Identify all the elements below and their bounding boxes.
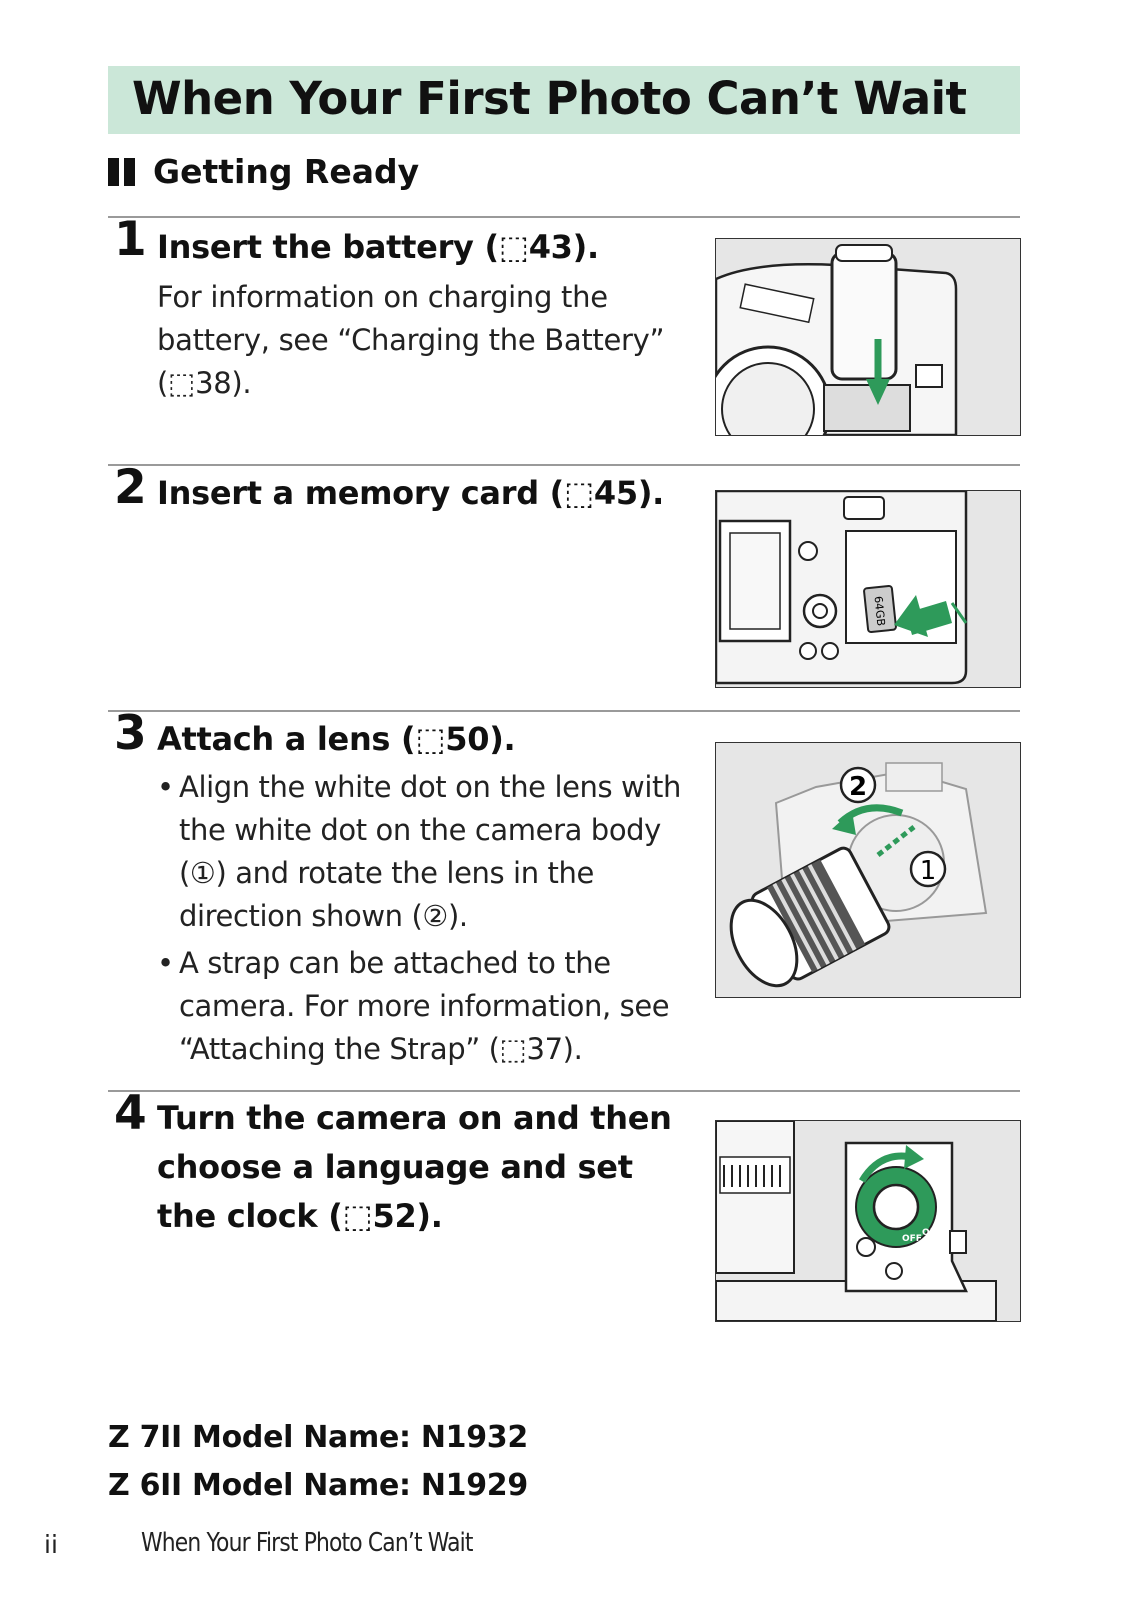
section-heading: Getting Ready — [108, 150, 419, 194]
page-title: When Your First Photo Can’t Wait — [132, 72, 967, 125]
model-name-z6ii: Z 6II Model Name: N1929 — [108, 1468, 528, 1503]
switch-on-label: ON — [922, 1228, 937, 1238]
circle-2-label: 2 — [849, 772, 867, 802]
switch-off-label: OFF — [902, 1234, 922, 1244]
memory-card-illustration: 64GB — [715, 490, 1021, 688]
step-3-number: 3 — [114, 706, 147, 761]
step-4-title: Turn the camera on and then choose a lan… — [157, 1099, 672, 1235]
card-label: 64GB — [871, 595, 887, 626]
step-1-number: 1 — [114, 212, 147, 267]
lens-attach-illustration: 2 1 — [715, 742, 1021, 998]
power-switch-drawing: OFF ON — [716, 1121, 1020, 1321]
step-2-number: 2 — [114, 460, 147, 515]
step-3-title: Attach a lens (⬚50). — [157, 720, 516, 758]
battery-drawing — [716, 239, 1020, 435]
circle-1-label: 1 — [920, 856, 937, 886]
title-banner: When Your First Photo Can’t Wait — [108, 66, 1020, 134]
step-1-body: For information on charging the battery,… — [157, 280, 665, 400]
step-2-divider — [108, 464, 1020, 466]
section-marker-icon — [108, 158, 135, 186]
step-3-divider — [108, 710, 1020, 712]
list-item: Align the white dot on the lens with the… — [157, 766, 697, 938]
lens-drawing: 2 1 — [716, 743, 1020, 997]
memory-card-drawing: 64GB — [716, 491, 1020, 687]
page-number: ii — [44, 1530, 58, 1559]
step-1-title: Insert the battery (⬚43). — [157, 228, 599, 266]
step-2-title: Insert a memory card (⬚45). — [157, 474, 665, 512]
power-switch-illustration: OFF ON — [715, 1120, 1021, 1322]
section-heading-text: Getting Ready — [153, 152, 420, 191]
step-3-bullets: Align the white dot on the lens with the… — [157, 766, 697, 1075]
step-4-divider — [108, 1090, 1020, 1092]
model-name-z7ii: Z 7II Model Name: N1932 — [108, 1420, 528, 1455]
battery-illustration — [715, 238, 1021, 436]
step-1-divider — [108, 216, 1020, 218]
running-title: When Your First Photo Can’t Wait — [141, 1528, 473, 1558]
step-4-number: 4 — [114, 1086, 147, 1141]
list-item: A strap can be attached to the camera. F… — [157, 942, 697, 1071]
